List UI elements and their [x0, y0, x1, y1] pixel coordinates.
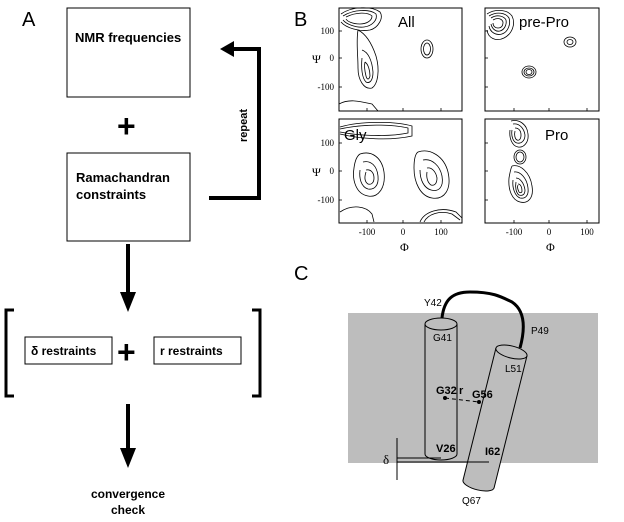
convergence-label-line2: check [111, 503, 145, 517]
residue-y42: Y42 [424, 298, 442, 309]
down-arrowhead-2 [120, 448, 136, 468]
residue-g56: G56 [472, 389, 493, 401]
psi-tick-bottom-100: 100 [321, 138, 335, 148]
phi-tick-left-100: 100 [434, 227, 448, 237]
phi-tick-right-0: 0 [547, 227, 552, 237]
convergence-label-line1: convergence [91, 487, 165, 501]
rama-plot-title-all: All [398, 14, 415, 31]
psi-tick-bottom-0: 0 [330, 166, 335, 176]
phi-tick-right-100: 100 [580, 227, 594, 237]
repeat-arrowhead [220, 41, 234, 57]
residue-v26: V26 [436, 443, 456, 455]
residue-p49: P49 [531, 326, 549, 337]
residue-q67: Q67 [462, 496, 481, 507]
phi-axis-label-left: Φ [400, 240, 409, 254]
panel-label-c: C [294, 263, 308, 285]
rama-axes-labels: 100 0 -100 100 0 -100 -100 0 100 -100 0 … [318, 26, 595, 237]
rama-plot-pro: Pro [484, 118, 600, 224]
phi-tick-right-minus100: -100 [506, 227, 523, 237]
left-bracket [4, 308, 14, 398]
residue-g32: G32 [436, 385, 457, 397]
phi-tick-left-minus100: -100 [359, 227, 376, 237]
panel-label-b: B [294, 9, 307, 31]
psi-tick-bottom-minus100: -100 [318, 195, 335, 205]
helix-right [462, 344, 528, 492]
rama-plot-title-pro: Pro [545, 127, 568, 144]
ramachandran-label-line1: Ramachandran [76, 170, 170, 185]
rama-plot-all: All [338, 7, 463, 112]
distance-r-line [444, 397, 480, 403]
ramachandran-label-line2: constraints [76, 187, 146, 202]
psi-axis-label-top: Ψ [312, 52, 321, 66]
psi-tick-top-minus100: -100 [318, 82, 335, 92]
r-restraints-label: r restraints [160, 344, 223, 358]
phi-axis-label-right: Φ [546, 240, 555, 254]
rama-plot-prepro: pre-Pro [484, 7, 600, 112]
residue-g41: G41 [433, 333, 452, 344]
helix-left [424, 317, 458, 461]
down-arrowhead-1 [120, 292, 136, 312]
psi-tick-top-100: 100 [321, 26, 335, 36]
psi-axis-label-bottom: Ψ [312, 165, 321, 179]
nmr-frequencies-box [66, 7, 191, 98]
repeat-loop-arrow [209, 47, 261, 200]
distance-r-label: r [459, 385, 464, 397]
membrane-slab [348, 313, 598, 463]
r-restraints-box [153, 336, 242, 365]
rama-tick-marks [339, 30, 588, 223]
plus-sign-top: + [117, 108, 136, 144]
delta-label: δ [383, 452, 389, 467]
repeat-label: repeat [238, 109, 250, 142]
residue-i62: I62 [485, 446, 500, 458]
nmr-frequencies-label: NMR frequencies [75, 30, 181, 45]
residue-l51: L51 [505, 364, 522, 375]
g56-point [477, 400, 481, 404]
helix-loop [440, 290, 525, 349]
rama-plot-title-prepro: pre-Pro [519, 14, 569, 31]
right-bracket [252, 308, 262, 398]
rama-plot-gly: Gly [338, 118, 463, 224]
panel-label-a: A [22, 9, 36, 31]
rama-plot-title-gly: Gly [344, 127, 367, 144]
psi-tick-top-0: 0 [330, 53, 335, 63]
phi-tick-left-0: 0 [401, 227, 406, 237]
delta-restraints-box [24, 336, 113, 365]
plus-sign-middle: + [117, 334, 136, 370]
ramachandran-constraints-box [66, 152, 191, 242]
delta-restraints-label: δ restraints [31, 344, 97, 358]
